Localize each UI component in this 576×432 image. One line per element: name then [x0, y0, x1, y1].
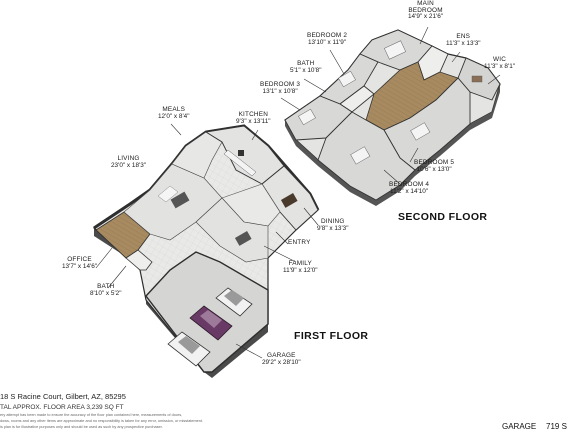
label-family: FAMILY 11'9" x 12'0" — [283, 260, 318, 274]
dining-table-icon — [280, 193, 298, 208]
address-text: 18 S Racine Court, Gilbert, AZ, 85295 — [0, 392, 126, 401]
label-kitchen: KITCHEN 9'3" x 13'11" — [236, 111, 271, 125]
sofa-icon — [157, 185, 179, 203]
label-meals: MEALS 12'0" x 8'4" — [158, 106, 190, 120]
bedroom4-bed-icon — [350, 146, 371, 165]
disclaimer-line-2: dows, rooms and any other items are appr… — [0, 419, 204, 423]
garage-stamp-value: 719 S — [546, 422, 567, 431]
ens-name: ENS — [456, 33, 471, 40]
label-entry: ENTRY — [288, 239, 311, 247]
family-name: FAMILY — [288, 260, 313, 267]
meals-dims: 12'0" x 8'4" — [158, 112, 190, 120]
meals-name: MEALS — [162, 106, 186, 113]
disclaimer-line-3: is plan is for illustrative purposes onl… — [0, 425, 163, 429]
office-name: OFFICE — [67, 256, 92, 263]
car-icon-purple — [189, 305, 233, 341]
entry-name: ENTRY — [288, 239, 311, 246]
bath-lower-room — [125, 249, 153, 271]
bedroom3-dims: 13'1" x 10'8" — [262, 87, 298, 95]
label-bath-upper: BATH 5'1" x 10'8" — [290, 60, 322, 74]
garage-name: GARAGE — [267, 352, 296, 359]
bedroom5-dims: 10'6" x 13'0" — [416, 165, 452, 173]
garage-dims: 29'2" x 28'10" — [262, 358, 301, 366]
bedroom5-name: BEDROOM 5 — [414, 159, 455, 166]
car-icon-white-2 — [167, 331, 211, 367]
kitchen-name: KITCHEN — [238, 111, 269, 118]
family-dims: 11'9" x 12'0" — [283, 266, 318, 274]
first-floor-plan — [93, 124, 320, 378]
label-bath-lower: BATH 8'10" x 5'2" — [90, 283, 122, 297]
dining-dims: 9'8" x 13'3" — [317, 224, 349, 232]
main-bedroom-dims: 14'9" x 21'6" — [408, 13, 444, 21]
bedroom2-bed-icon — [338, 70, 356, 88]
car-icon-white-1 — [215, 287, 253, 317]
family-table-icon — [234, 231, 252, 246]
second-floor-plan — [284, 29, 501, 206]
label-wic: WIC 11'3" x 8'1" — [484, 56, 516, 70]
bedroom4-name: BEDROOM 4 — [389, 181, 430, 188]
bedroom2-dims: 13'10" x 11'9" — [308, 38, 347, 46]
garage-stamp-label: GARAGE — [502, 422, 537, 431]
ens-dims: 11'3" x 13'3" — [446, 39, 481, 47]
office-dims: 13'7" x 14'6" — [62, 262, 98, 270]
wic-name: WIC — [493, 56, 507, 63]
label-ens: ENS 11'3" x 13'3" — [446, 33, 481, 47]
label-dining: DINING 9'8" x 13'3" — [317, 218, 349, 232]
label-bedroom3: BEDROOM 3 13'1" x 10'8" — [260, 81, 301, 95]
second-floor-title: SECOND FLOOR — [398, 211, 488, 223]
bath-lower-name: BATH — [97, 283, 115, 290]
bedroom4-dims: 11'2" x 14'10" — [390, 187, 429, 195]
kitchen-island-icon — [223, 149, 257, 177]
label-garage: GARAGE 29'2" x 28'10" — [262, 352, 301, 366]
family-room — [195, 197, 269, 263]
bedroom5-bed-icon — [410, 122, 431, 141]
main-bedroom-name-1: MAIN — [417, 0, 434, 7]
area-text: TAL APPROX. FLOOR AREA 3,239 SQ FT — [0, 404, 124, 411]
living-dims: 23'0" x 18'3" — [111, 161, 147, 169]
label-living: LIVING 23'0" x 18'3" — [111, 155, 147, 169]
bedroom2-name: BEDROOM 2 — [307, 32, 348, 39]
label-bedroom2: BEDROOM 2 13'10" x 11'9" — [307, 32, 348, 46]
first-floor-title: FIRST FLOOR — [294, 330, 369, 342]
living-name: LIVING — [117, 155, 140, 162]
label-main-bedroom: MAIN BEDROOM 14'9" x 21'6" — [408, 0, 444, 21]
bedroom3-bed-icon — [298, 108, 316, 126]
label-bedroom4: BEDROOM 4 11'2" x 14'10" — [389, 181, 430, 195]
wic-dims: 11'3" x 8'1" — [484, 62, 516, 70]
office-room — [95, 211, 151, 259]
main-bed-icon — [383, 40, 407, 60]
label-bedroom5: BEDROOM 5 10'6" x 13'0" — [414, 159, 455, 173]
bath-upper-name: BATH — [297, 60, 315, 67]
dining-name: DINING — [320, 218, 345, 225]
bedroom3-name: BEDROOM 3 — [260, 81, 301, 88]
disclaimer-line-1: ery attempt has been made to ensure the … — [0, 413, 183, 417]
coffee-table-icon — [170, 191, 190, 209]
bath-lower-dims: 8'10" x 5'2" — [90, 289, 122, 297]
kitchen-dims: 9'3" x 13'11" — [236, 117, 271, 125]
stove-icon — [238, 150, 244, 156]
main-bedroom-name-2: BEDROOM — [408, 6, 443, 14]
bath-upper-dims: 5'1" x 10'8" — [290, 66, 322, 74]
label-office: OFFICE 13'7" x 14'6" — [62, 256, 98, 270]
wic-shelf-icon — [471, 75, 483, 83]
